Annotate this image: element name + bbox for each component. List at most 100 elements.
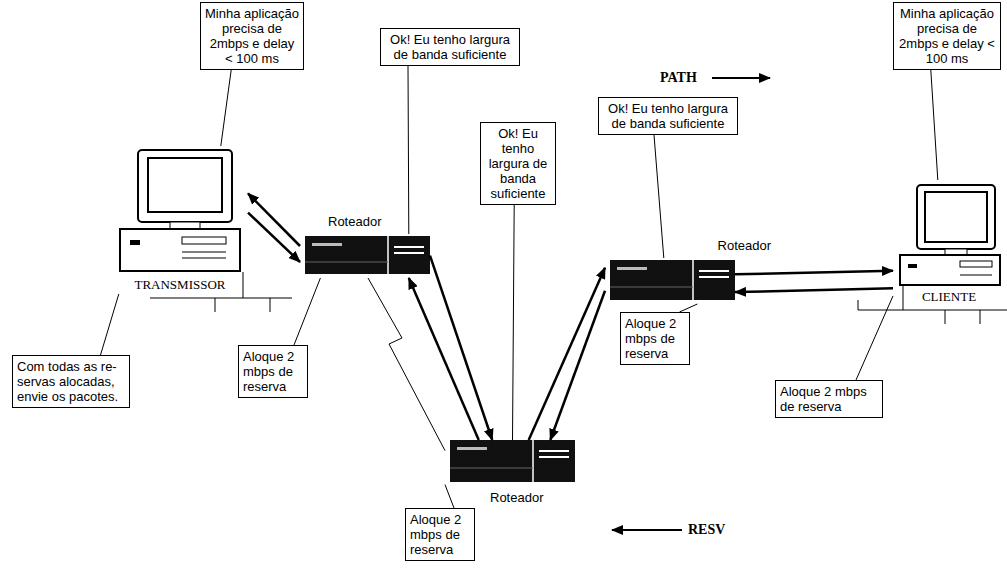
arrow-connector [409,278,479,440]
router-illustration [699,276,729,278]
computer-illustration [120,229,240,271]
network-bus [215,298,216,312]
computer-illustration [182,252,226,253]
router: Roteador [605,238,773,304]
callout-text: Minha aplicação precisa de 2mbps e delay… [898,6,996,66]
network-bus [980,310,981,324]
leader-line [445,485,454,508]
router-illustration [610,287,693,288]
leader-line [408,66,410,234]
computer-illustration [900,255,1000,285]
leader-line [654,135,664,258]
leader-line [368,278,445,451]
callout-text: Ok! Eu tenho largura de banda suficiente [385,32,515,62]
router-illustration [450,440,575,482]
router-illustration [539,450,569,452]
computer-illustration [917,185,995,249]
connectors [101,66,938,508]
leader-line [680,304,698,312]
reply-callout: Ok! Eu tenho largura de banda suficiente [480,122,556,205]
computer-illustration [960,261,992,267]
callout-text: Aloque 2 mbps de reserva [625,316,685,361]
network-bus [858,300,859,310]
request-callout: Minha aplicação precisa de 2mbps e delay… [893,2,1001,70]
device-label: Roteador [328,214,436,229]
computer-illustration [925,192,987,242]
network-bus [858,285,1007,324]
network-bus [858,310,1007,311]
router-illustration [610,260,735,300]
device-label: Roteador [605,238,771,253]
computer-illustration [138,150,232,222]
network-bus [270,298,271,312]
router-illustration [450,468,533,469]
reserve-callout: Aloque 2 mbps de reserva [620,312,690,365]
router-illustration [699,270,729,272]
callout-text: Aloque 2 mbps de reserva [780,384,878,414]
note-callout: Com todas as re- servas alocadas, envie … [12,355,130,408]
computer-illustration [908,264,917,268]
computer-illustration [170,222,200,229]
network-bus [903,285,904,310]
arrow-connector [248,213,300,262]
network-bus [945,310,946,324]
computer-illustration [900,185,1000,285]
network-bus [243,272,244,298]
callout-text: Aloque 2 mbps de reserva [410,512,470,557]
computer-illustration [182,258,226,259]
leader-line [101,294,119,355]
callout-text: Com todas as re- servas alocadas, envie … [17,359,125,404]
leader-line [856,296,893,380]
computer-illustration [148,158,222,212]
device-label: TRANSMISSOR [112,277,248,292]
flow-label: PATH [660,70,697,86]
router-illustration [387,236,389,274]
arrow-connector [735,288,893,292]
reply-callout: Ok! Eu tenho largura de banda suficiente [380,28,520,66]
router-illustration [312,243,342,246]
computer-illustration [120,150,240,271]
flow-direction-arrow [612,78,770,530]
router-illustration [617,267,647,270]
arrow-connector [735,271,893,275]
computer-illustration [960,275,992,276]
router-illustration [305,262,388,263]
reserve-callout: Aloque 2 mbps de reserva [405,508,475,561]
leader-line [294,278,320,345]
flow-label: RESV [688,522,725,538]
router-illustration [457,447,487,450]
leader-line [931,70,938,180]
router-illustration [692,260,694,300]
router-illustration [539,456,569,458]
device-label: Roteador [490,490,580,505]
callout-text: Ok! Eu tenho largura de banda suficiente [485,126,551,201]
router-illustration [610,260,735,300]
leader-line [221,70,231,146]
request-callout: Minha aplicação precisa de 2mbps e delay… [200,2,304,70]
flow-direction-arrow [612,529,682,531]
flow-direction-arrow [712,77,770,79]
router-illustration [394,252,424,254]
callout-text: Ok! Eu tenho largura de banda suficiente [603,101,733,131]
transmitter-computer: TRANSMISSOR [112,146,248,294]
leader-line [513,205,515,440]
router-illustration [532,440,534,482]
arrow-connector [550,291,605,440]
reserve-callout: Aloque 2 mbps de reserva [775,380,883,418]
computer-illustration [182,237,226,244]
network-bus [150,298,292,299]
router-illustration [450,440,575,482]
arrow-connector [529,268,605,440]
reply-callout: Ok! Eu tenho largura de banda suficiente [598,97,738,135]
client-computer: CLIENTE [893,180,1005,306]
callout-text: Minha aplicação precisa de 2mbps e delay… [205,6,299,66]
router: Roteador [445,437,580,505]
router-illustration [305,236,430,274]
router-illustration [394,246,424,248]
reserve-callout: Aloque 2 mbps de reserva [238,345,308,398]
callout-text: Aloque 2 mbps de reserva [243,349,303,394]
computer-illustration [130,240,140,245]
device-label: CLIENTE [893,289,1005,304]
